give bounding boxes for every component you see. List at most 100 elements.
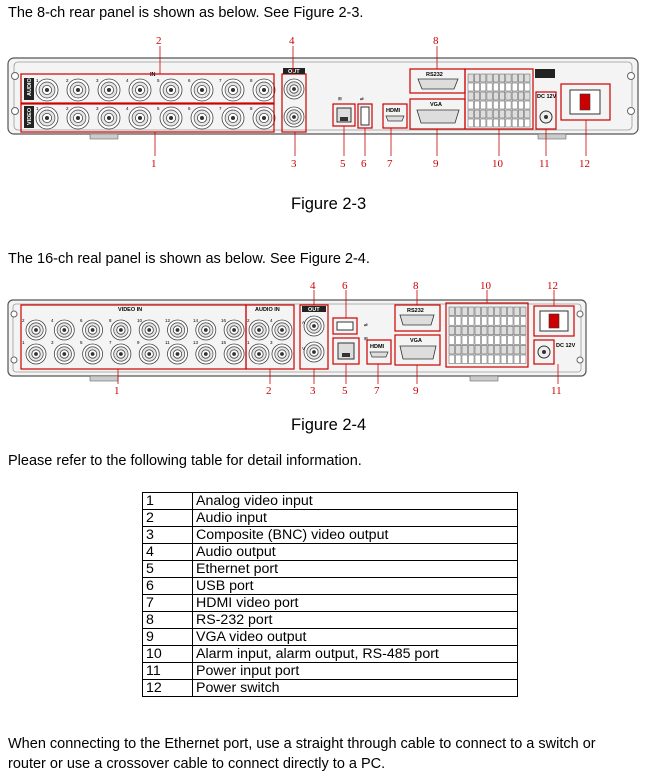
row-number: 3 xyxy=(142,526,193,544)
alarm-terminal xyxy=(499,82,506,92)
alarm-terminal xyxy=(505,100,512,110)
vga-label: VGA xyxy=(410,338,422,344)
audio-ch-num: 3 xyxy=(270,340,273,345)
hdmi-label: HDMI xyxy=(370,344,385,350)
row-number: 2 xyxy=(142,509,193,527)
vga-label: VGA xyxy=(430,102,442,108)
bnc-connector-icon xyxy=(190,106,214,130)
alarm-terminal xyxy=(481,325,488,336)
alarm-terminal xyxy=(511,73,518,83)
alarm-terminal xyxy=(455,335,462,345)
row-description: Analog video input xyxy=(192,492,518,510)
alarm-terminal xyxy=(511,100,518,110)
bnc-connector-icon xyxy=(223,343,245,365)
refer-text: Please refer to the following table for … xyxy=(8,453,362,469)
figure-2-3-caption: Figure 2-3 xyxy=(291,195,367,213)
alarm-terminal xyxy=(474,109,480,119)
row-number: 9 xyxy=(142,628,193,646)
alarm-terminal xyxy=(461,316,468,326)
row-number: 7 xyxy=(142,594,193,612)
a-label: A xyxy=(302,320,305,325)
alarm-terminal xyxy=(468,316,475,326)
alarm-terminal xyxy=(494,316,501,326)
alarm-terminal xyxy=(513,306,520,316)
alarm-terminal xyxy=(507,345,514,355)
alarm-terminal xyxy=(524,82,531,92)
footer-text-line-1: When connecting to the Ethernet port, us… xyxy=(8,736,596,752)
alarm-terminal xyxy=(461,325,468,336)
callout-8: 8 xyxy=(433,35,439,47)
alarm-terminal xyxy=(492,82,499,92)
ch-num-bottom: 11 xyxy=(165,340,170,345)
alarm-terminal xyxy=(487,335,494,345)
callout-4: 4 xyxy=(310,280,316,292)
ch-num-top: 2 xyxy=(66,78,69,83)
alarm-terminal xyxy=(520,325,527,336)
out-label: OUT xyxy=(308,307,320,313)
alarm-terminal xyxy=(461,345,468,355)
callout-2: 2 xyxy=(266,385,272,397)
alarm-terminal xyxy=(524,73,531,83)
alarm-terminal xyxy=(513,335,520,345)
alarm-terminal xyxy=(486,82,493,92)
alarm-terminal xyxy=(474,82,480,92)
alarm-terminal xyxy=(486,73,493,83)
alarm-terminal xyxy=(507,306,514,316)
alarm-terminal xyxy=(518,109,524,119)
row-number: 1 xyxy=(142,492,193,510)
alarm-terminal xyxy=(507,316,514,326)
alarm-terminal xyxy=(511,118,518,128)
bnc-connector-icon xyxy=(110,319,132,341)
bnc-connector-icon xyxy=(97,78,121,102)
alarm-terminal xyxy=(448,335,455,345)
callout-7: 7 xyxy=(387,158,393,170)
bnc-connector-icon xyxy=(82,319,103,341)
alarm-terminal xyxy=(468,325,475,336)
ch-num-top: 7 xyxy=(219,78,222,83)
audio-in-label: AUDIO IN xyxy=(255,307,280,313)
alarm-terminal xyxy=(480,91,487,101)
alarm-terminal xyxy=(500,354,507,364)
alarm-terminal xyxy=(455,316,462,326)
alarm-terminal xyxy=(448,354,455,364)
callout-12: 12 xyxy=(547,280,558,292)
footer-text-line-2: router or use a crossover cable to conne… xyxy=(8,756,386,772)
callout-10: 10 xyxy=(492,158,504,170)
alarm-terminal xyxy=(480,118,487,128)
ch-num-top: 8 xyxy=(109,318,112,323)
bnc-connector-icon xyxy=(303,341,325,363)
callout-8: 8 xyxy=(413,280,419,292)
alarm-terminal xyxy=(474,91,480,101)
ch-num-top: 2 xyxy=(22,318,25,323)
alarm-terminal xyxy=(511,82,518,92)
alarm-terminal xyxy=(507,335,514,345)
alarm-terminal xyxy=(524,109,531,119)
figure-16ch-rear-panel: VIDEO IN 2 4 6 8 10 12 14 16 1 3 5 7 9 1… xyxy=(0,280,654,400)
alarm-terminal xyxy=(474,354,481,364)
callout-5: 5 xyxy=(340,158,346,170)
alarm-terminal xyxy=(455,306,462,316)
alarm-terminal xyxy=(448,316,455,326)
alarm-terminal xyxy=(505,73,512,83)
alarm-terminal xyxy=(468,354,475,364)
alarm-terminal xyxy=(474,325,481,336)
callout-9: 9 xyxy=(413,385,419,397)
bnc-connector-icon xyxy=(110,343,132,365)
callout-1: 1 xyxy=(114,385,120,397)
alarm-terminal xyxy=(487,325,494,336)
callout-6: 6 xyxy=(342,280,348,292)
row-description: Ethernet port xyxy=(192,560,518,578)
ch-num-top: 8 xyxy=(250,78,253,83)
alarm-terminal xyxy=(461,335,468,345)
rs232-label: RS232 xyxy=(407,308,424,314)
bnc-connector-icon xyxy=(167,319,188,341)
audio-ch-num: 4 xyxy=(270,318,273,323)
ch-num-bottom: 3 xyxy=(51,340,54,345)
alarm-terminal xyxy=(487,306,494,316)
